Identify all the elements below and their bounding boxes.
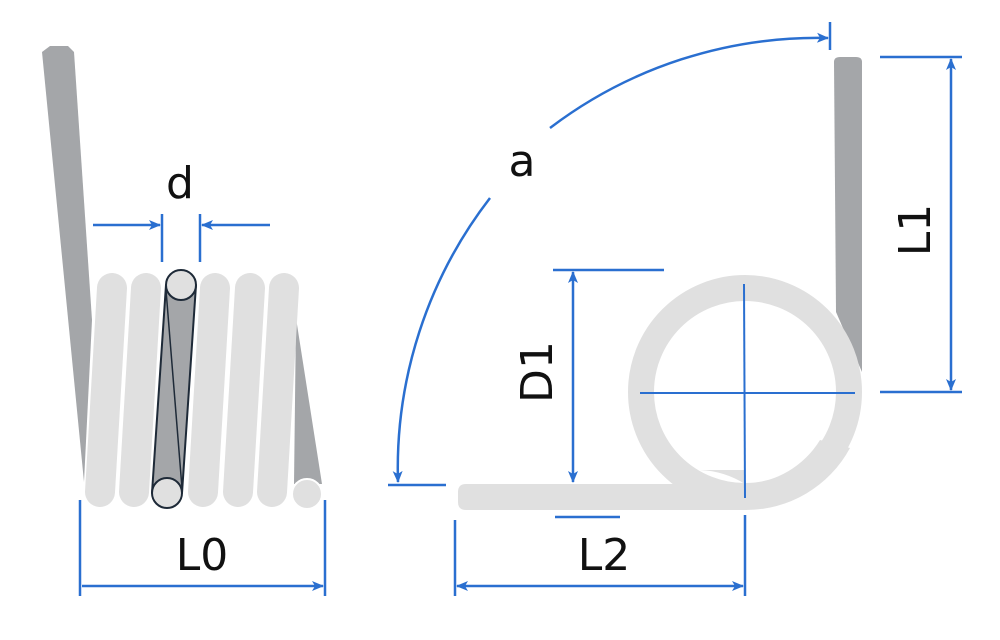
label-L2: L2 [578,530,631,581]
label-d: d [166,158,194,209]
left-leg [42,46,92,482]
coils [85,273,299,507]
side-view-spring [42,46,323,510]
dimension-a [388,22,832,487]
end-coil [291,478,323,510]
center-lines [640,283,855,499]
coil-turn [85,273,127,507]
label-D1: D1 [512,341,563,403]
highlighted-coil [151,269,197,509]
coil-turn [223,273,265,507]
coil-turn [188,273,230,507]
horizontal-leg [458,484,745,510]
right-leg [294,318,322,484]
coil-turn [257,273,299,507]
label-L1: L1 [890,204,941,257]
coil-turn [119,273,161,507]
label-L0: L0 [176,530,229,581]
vertical-leg [834,57,862,372]
dimension-d [93,214,270,262]
dimension-L2 [453,515,747,596]
dimension-D1 [553,268,664,519]
dimension-L0 [78,500,327,596]
end-view-spring [458,57,862,511]
dimension-L1 [880,55,962,394]
label-a: a [509,136,536,187]
